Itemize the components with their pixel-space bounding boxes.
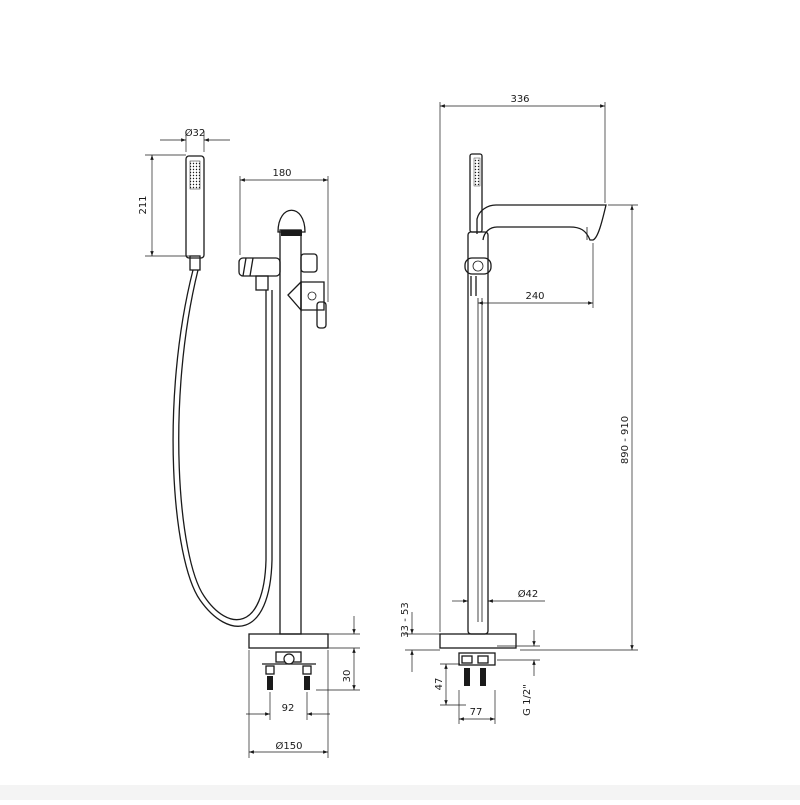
front-base (248, 633, 329, 690)
dim-handshower-length: 211 (138, 195, 149, 214)
front-view: Ø32 211 180 30 92 (138, 127, 360, 758)
dim-base-diameter: Ø150 (276, 740, 303, 752)
front-dimensions: Ø32 211 180 30 92 (138, 127, 360, 758)
mixer-body (238, 209, 327, 635)
dim-side-width: 336 (510, 94, 529, 105)
side-column (464, 153, 492, 635)
dim-inlet-depth: 47 (434, 678, 445, 691)
spout (476, 204, 607, 241)
shower-hose (172, 269, 273, 627)
dim-handshower-diameter: Ø32 (185, 127, 206, 139)
handshower (185, 155, 205, 271)
dim-floor-gap: 33 - 53 (400, 602, 411, 637)
bottom-band (0, 785, 800, 800)
dim-fixing-spacing: 92 (282, 703, 295, 714)
side-dimensions: 336 240 890 - 910 Ø42 33 - 53 47 (400, 94, 638, 724)
dim-inlet-thread: G 1/2" (522, 684, 533, 716)
dim-total-height: 890 - 910 (620, 416, 631, 464)
dim-spout-reach: 240 (525, 291, 544, 302)
dim-inlet-width: 77 (470, 707, 483, 718)
side-view: 336 240 890 - 910 Ø42 33 - 53 47 (400, 94, 638, 724)
dim-front-width: 180 (272, 168, 291, 179)
side-base (439, 633, 517, 686)
dim-base-height: 30 (342, 670, 353, 683)
dim-column-diameter: Ø42 (518, 588, 539, 600)
